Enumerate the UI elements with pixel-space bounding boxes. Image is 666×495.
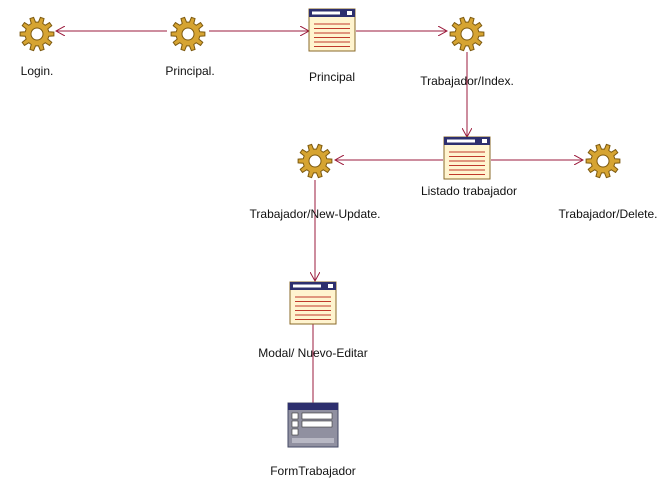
node-form-trabajador[interactable]: [287, 402, 339, 448]
label-principal-page: Principal: [308, 70, 356, 84]
gear-icon: [170, 16, 206, 52]
label-trabajador-new-update: Trabajador/New-Update.: [249, 207, 381, 221]
page-icon: [443, 136, 491, 180]
gear-icon: [449, 16, 485, 52]
node-trabajador-new-update[interactable]: [297, 143, 333, 179]
node-principal-page[interactable]: [308, 8, 356, 52]
label-trabajador-delete: Trabajador/Delete.: [558, 207, 658, 221]
label-principal-server: Principal.: [165, 64, 215, 78]
label-listado-trabajador: Listado trabajador: [420, 184, 518, 198]
label-modal-nuevo-editar: Modal/ Nuevo-Editar: [258, 346, 368, 360]
label-trabajador-index: Trabajador/Index.: [420, 74, 514, 88]
page-icon: [289, 281, 337, 325]
gear-icon: [585, 143, 621, 179]
gear-icon: [297, 143, 333, 179]
form-icon: [287, 402, 339, 448]
page-icon: [308, 8, 356, 52]
node-listado-trabajador[interactable]: [443, 136, 491, 180]
node-login[interactable]: [19, 16, 55, 52]
gear-icon: [19, 16, 55, 52]
node-trabajador-delete[interactable]: [585, 143, 621, 179]
label-form-trabajador: FormTrabajador: [270, 464, 356, 478]
node-trabajador-index[interactable]: [449, 16, 485, 52]
node-modal-nuevo-editar[interactable]: [289, 281, 337, 325]
label-login: Login.: [20, 64, 54, 78]
node-principal-server[interactable]: [170, 16, 206, 52]
